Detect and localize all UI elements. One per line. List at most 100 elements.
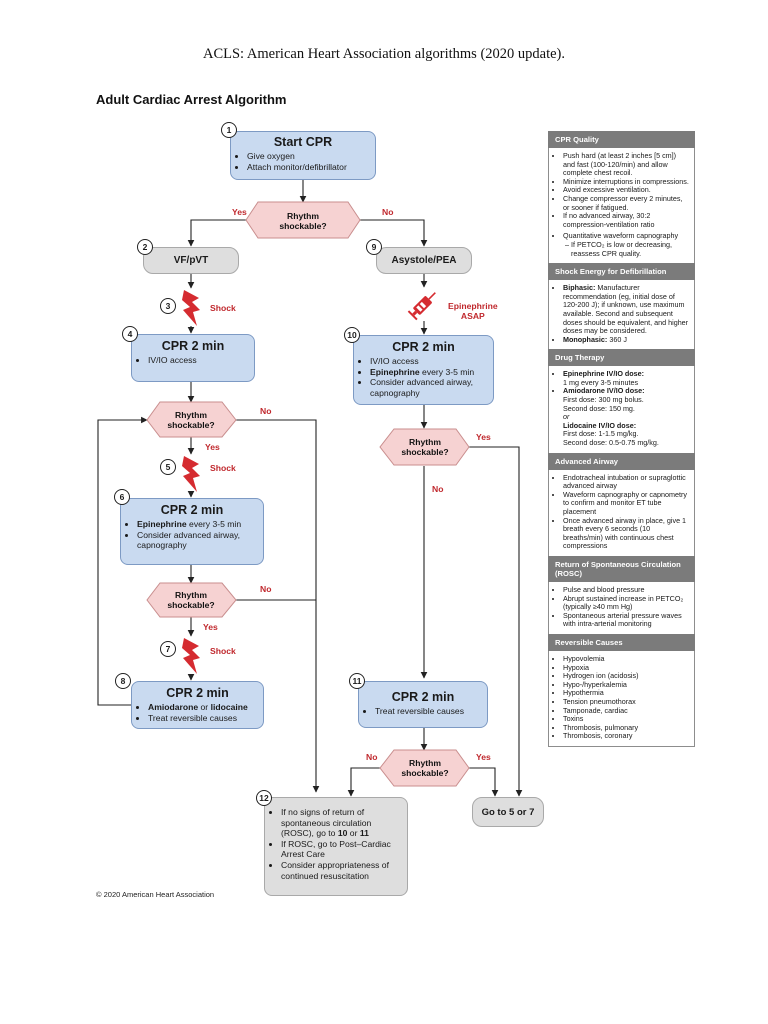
- list-item: Tamponade, cardiac: [563, 706, 689, 716]
- step-9-asystole-pea: Asystole/PEA: [376, 247, 472, 274]
- amiodarone-second-dose: Second dose: 150 mg.: [563, 403, 635, 413]
- decision-line-2: shockable?: [401, 768, 449, 778]
- step-10-cpr: CPR 2 min IV/IO access Epinephrine every…: [353, 335, 494, 405]
- list-item: Epinephrine every 3-5 min: [370, 367, 487, 378]
- list-item: Hydrogen ion (acidosis): [563, 672, 689, 681]
- list-item: Toxins: [563, 714, 689, 724]
- list-item: If no signs of return of spontaneous cir…: [281, 807, 401, 839]
- step-ref-10: 10: [337, 828, 348, 839]
- list-item: Abrupt sustained increase in PETCO₂ (typ…: [563, 594, 689, 612]
- connector-lines: [97, 180, 523, 797]
- cpr-quality-subitem: – If PETCO₂ is low or decreasing, reasse…: [565, 239, 673, 258]
- list-item: Epinephrine every 3-5 min: [137, 519, 257, 530]
- reversible-causes-header: Reversible Causes: [548, 633, 695, 651]
- list-item: Waveform capnography or capnometry to co…: [563, 490, 689, 517]
- step-number-8: 8: [115, 673, 131, 689]
- step-12-outcome: If no signs of return of spontaneous cir…: [264, 797, 408, 896]
- decision-diamond-4: [379, 428, 470, 466]
- list-item: Quantitative waveform capnography: [563, 232, 689, 241]
- decision-2-no: No: [260, 406, 272, 416]
- drug-name: Epinephrine: [137, 519, 187, 529]
- step-number-2: 2: [137, 239, 153, 255]
- goto-5-or-7: Go to 5 or 7: [472, 797, 544, 827]
- decision-1-yes: Yes: [232, 207, 247, 217]
- lightning-bolt-icon: [182, 456, 200, 492]
- lidocaine-dose-label: Lidocaine IV/IO dose:: [563, 420, 637, 430]
- decision-line-1: Rhythm: [409, 758, 441, 768]
- step-4-list: IV/IO access: [138, 355, 248, 366]
- step-number-5: 5: [160, 459, 176, 475]
- list-item: Attach monitor/defibrillator: [247, 162, 369, 173]
- monophasic-text: 360 J: [607, 334, 627, 344]
- decision-diamonds: [146, 201, 470, 787]
- list-item: Amiodarone IV/IO dose:First dose: 300 mg…: [563, 387, 689, 447]
- decision-4-yes: Yes: [476, 432, 491, 442]
- decision-1-no: No: [382, 207, 394, 217]
- list-item: Epinephrine IV/IO dose:1 mg every 3-5 mi…: [563, 369, 689, 387]
- list-item: Pulse and blood pressure: [563, 585, 689, 595]
- step-11-title: CPR 2 min: [391, 690, 455, 704]
- or-text: or: [563, 412, 570, 422]
- step-ref-11: 11: [359, 828, 369, 839]
- decision-line-1: Rhythm: [175, 410, 207, 420]
- list-item: IV/IO access: [370, 356, 487, 367]
- drug-timing: ASAP: [460, 311, 485, 321]
- drug-label: Epinephrine: [448, 301, 498, 311]
- step-12-list: If no signs of return of spontaneous cir…: [271, 807, 401, 881]
- decision-line-1: Rhythm: [409, 437, 441, 447]
- decision-3-yes: Yes: [203, 622, 218, 632]
- list-item: Avoid excessive ventilation.: [563, 186, 689, 195]
- lightning-bolt-icon: [182, 290, 200, 326]
- step-number-4: 4: [122, 326, 138, 342]
- step-5-shock-label: Shock: [210, 463, 236, 473]
- decision-line-1: Rhythm: [175, 590, 207, 600]
- drug-therapy-body: Epinephrine IV/IO dose:1 mg every 3-5 mi…: [548, 366, 695, 453]
- decision-5-no: No: [366, 752, 378, 762]
- step-8-list: Amiodarone or lidocaine Treat reversible…: [138, 702, 257, 723]
- decision-line-2: shockable?: [401, 447, 449, 457]
- list-item: Treat reversible causes: [375, 706, 481, 717]
- step-6-cpr: CPR 2 min Epinephrine every 3-5 min Cons…: [120, 498, 264, 565]
- list-item: Spontaneous arterial pressure waves with…: [563, 611, 689, 629]
- step-number-7: 7: [160, 641, 176, 657]
- decision-line-2: shockable?: [279, 221, 327, 231]
- drug-name: Amiodarone: [148, 702, 199, 712]
- decision-4-no: No: [432, 484, 444, 494]
- list-item: Amiodarone or lidocaine: [148, 702, 257, 713]
- rosc-body: Pulse and blood pressure Abrupt sustaine…: [548, 581, 695, 634]
- list-item: Hypoxia: [563, 663, 689, 673]
- step-8-cpr: CPR 2 min Amiodarone or lidocaine Treat …: [131, 681, 264, 729]
- list-item: Tension pneumothorax: [563, 697, 689, 707]
- lightning-bolt-icon: [182, 638, 200, 674]
- step-number-9: 9: [366, 239, 382, 255]
- biphasic-label: Biphasic:: [563, 283, 596, 293]
- list-item: Thrombosis, coronary: [563, 732, 689, 741]
- step-number-6: 6: [114, 489, 130, 505]
- list-item: Consider advanced airway, capnography: [137, 530, 257, 551]
- step-4-cpr: CPR 2 min IV/IO access: [131, 334, 255, 382]
- list-item: Endotracheal intubation or supraglottic …: [563, 473, 689, 491]
- list-item: If ROSC, go to Post–Cardiac Arrest Care: [281, 839, 401, 860]
- step-number-12: 12: [256, 790, 272, 806]
- step-number-3: 3: [160, 298, 176, 314]
- list-item: Consider advanced airway, capnography: [370, 377, 487, 398]
- rosc-text: If no signs of return of spontaneous cir…: [281, 807, 372, 839]
- sidebar: CPR Quality Push hard (at least 2 inches…: [548, 131, 695, 747]
- step-3-shock-label: Shock: [210, 303, 236, 313]
- step-8-title: CPR 2 min: [166, 686, 229, 700]
- monophasic-label: Monophasic:: [563, 334, 608, 344]
- step-11-cpr: CPR 2 min Treat reversible causes: [358, 681, 488, 728]
- advanced-airway-body: Endotracheal intubation or supraglottic …: [548, 469, 695, 556]
- rosc-header: Return of Spontaneous Circulation (ROSC): [548, 555, 695, 582]
- decision-diamond-1: [245, 201, 361, 239]
- lidocaine-first-dose: First dose: 1-1.5 mg/kg.: [563, 429, 639, 439]
- decision-diamond-2: [146, 401, 237, 438]
- step-number-10: 10: [344, 327, 360, 343]
- step-2-vf-pvt: VF/pVT: [143, 247, 239, 274]
- list-item: Monophasic: 360 J: [563, 334, 689, 345]
- step-6-list: Epinephrine every 3-5 min Consider advan…: [127, 519, 257, 551]
